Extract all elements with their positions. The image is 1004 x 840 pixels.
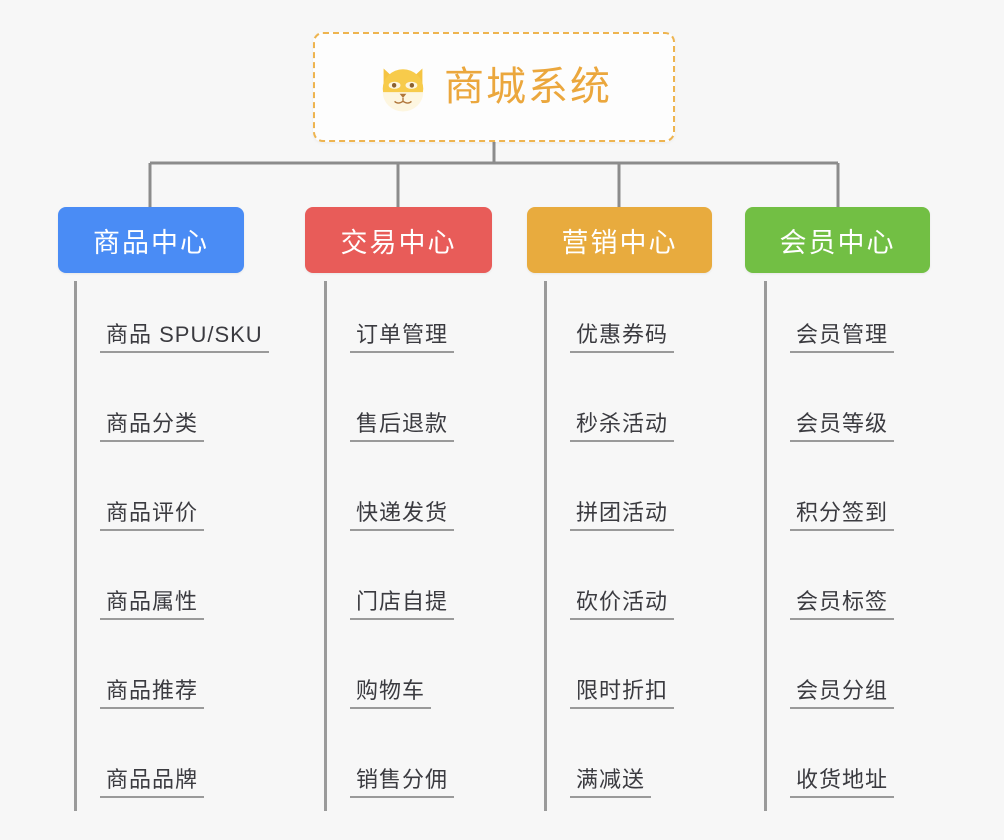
branch-header-label-2: 交易中心 [340,227,457,258]
leaf-label: 购物车 [350,678,432,709]
leaf-label: 商品推荐 [100,678,205,709]
branch-spine-3 [544,281,547,811]
leaf-label: 门店自提 [350,589,455,620]
leaf-label: 售后退款 [350,411,455,442]
leaf-label: 商品评价 [100,500,205,531]
leaf-label: 优惠券码 [570,322,675,353]
leaf-label: 会员等级 [790,411,895,442]
leaf-label: 会员分组 [790,678,895,709]
branch-spine-4 [764,281,767,811]
leaf-label: 订单管理 [350,322,455,353]
root-title: 商城系统 [444,65,612,109]
shiba-dog-face-icon [382,68,424,112]
leaf-label: 积分签到 [790,500,895,531]
branch-header-label-1: 商品中心 [93,227,209,258]
leaf-label: 拼团活动 [570,500,675,531]
leaf-label: 收货地址 [790,767,895,798]
branch-header-4[interactable]: 会员中心 [745,207,930,273]
leaf-label: 商品分类 [100,411,205,442]
leaf-label: 快递发货 [350,500,455,531]
leaf-label: 满减送 [570,767,652,798]
leaf-label: 砍价活动 [570,589,675,620]
leaf-label: 销售分佣 [350,767,455,798]
branch-header-label-3: 营销中心 [561,227,678,258]
leaf-label: 秒杀活动 [570,411,675,442]
leaf-label: 商品属性 [100,589,205,620]
branch-spine-2 [324,281,327,811]
branch-spine-1 [74,281,77,811]
leaf-label: 商品品牌 [100,767,205,798]
root-node[interactable]: 商城系统 [313,32,675,142]
branch-header-1[interactable]: 商品中心 [58,207,244,273]
branch-header-3[interactable]: 营销中心 [527,207,712,273]
branch-header-label-4: 会员中心 [779,227,896,258]
branch-header-2[interactable]: 交易中心 [305,207,492,273]
leaf-label: 限时折扣 [570,678,675,709]
leaf-label: 商品 SPU/SKU [100,322,269,353]
leaf-label: 会员管理 [790,322,895,353]
leaf-label: 会员标签 [790,589,895,620]
